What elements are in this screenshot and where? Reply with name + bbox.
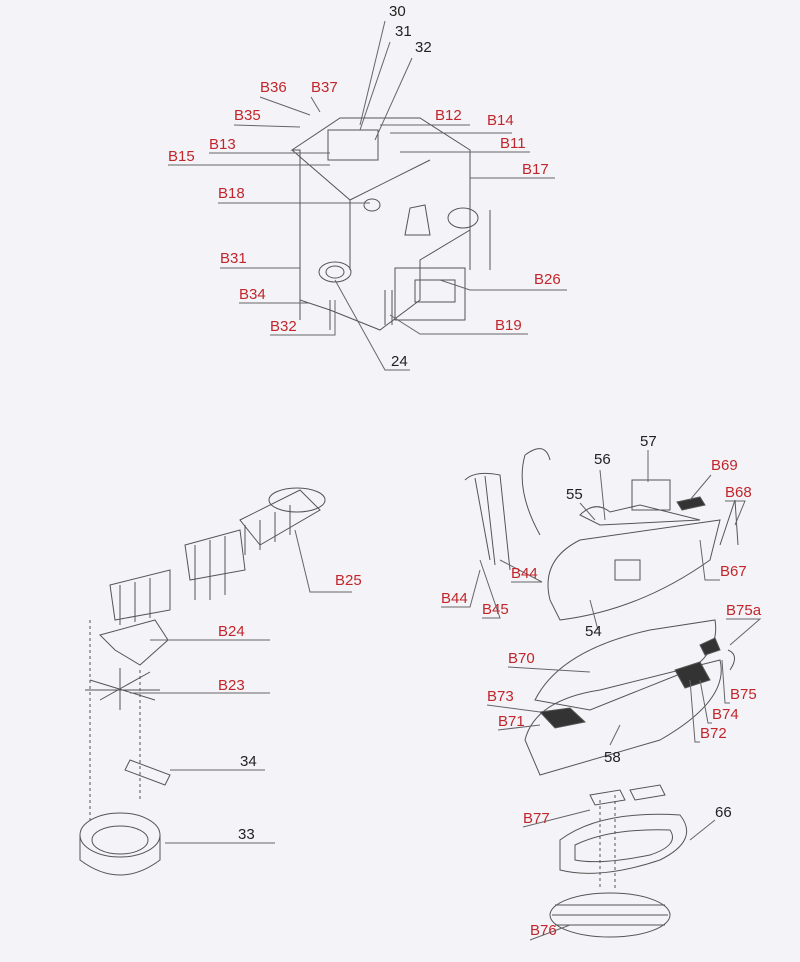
part-label-24: 24 (391, 353, 408, 370)
part-label-b76: B76 (530, 922, 557, 939)
superstructure-drawing (290, 117, 491, 331)
part-label-b73: B73 (487, 688, 514, 705)
part-label-b13: B13 (209, 136, 236, 153)
part-label-30: 30 (389, 3, 406, 20)
part-label-b35: B35 (234, 107, 261, 124)
part-label-58: 58 (604, 749, 621, 766)
part-label-b17: B17 (522, 161, 549, 178)
part-label-b37: B37 (311, 79, 338, 96)
part-label-b74: B74 (712, 706, 739, 723)
grating-assembly-drawing (79, 487, 352, 876)
leader-lines-top (168, 20, 567, 371)
part-label-b23: B23 (218, 677, 245, 694)
part-label-b14: B14 (487, 112, 514, 129)
boat-drawing (464, 448, 739, 938)
part-label-b18: B18 (218, 185, 245, 202)
part-label-b44: B44 (511, 565, 538, 582)
part-label-b24: B24 (218, 623, 245, 640)
part-label-55: 55 (566, 486, 583, 503)
part-label-34: 34 (240, 753, 257, 770)
part-label-b44-second: B44 (441, 590, 468, 607)
part-label-b12: B12 (435, 107, 462, 124)
part-label-b67: B67 (720, 563, 747, 580)
part-label-b32: B32 (270, 318, 297, 335)
part-label-31: 31 (395, 23, 412, 40)
part-label-b75a: B75a (726, 602, 762, 619)
part-label-b11: B11 (500, 135, 526, 152)
part-label-b71: B71 (498, 713, 525, 730)
part-label-b75: B75 (730, 686, 757, 703)
part-label-33: 33 (238, 826, 255, 843)
part-label-b34: B34 (239, 286, 266, 303)
part-label-32: 32 (415, 39, 432, 56)
part-label-b69: B69 (711, 457, 738, 474)
part-label-b25: B25 (335, 572, 362, 589)
part-label-b45: B45 (482, 601, 509, 618)
leader-lines-boats (441, 450, 762, 941)
part-label-b77: B77 (523, 810, 550, 827)
part-label-b31: B31 (220, 250, 247, 267)
part-label-66: 66 (715, 804, 732, 821)
part-label-b70: B70 (508, 650, 535, 667)
part-label-57: 57 (640, 433, 657, 450)
part-label-b68: B68 (725, 484, 752, 501)
part-label-54: 54 (585, 623, 602, 640)
part-label-b72: B72 (700, 725, 727, 742)
part-label-b26: B26 (534, 271, 561, 288)
part-label-b19: B19 (495, 317, 522, 334)
part-label-b36: B36 (260, 79, 287, 96)
part-label-b15: B15 (168, 148, 195, 165)
part-label-56: 56 (594, 451, 611, 468)
